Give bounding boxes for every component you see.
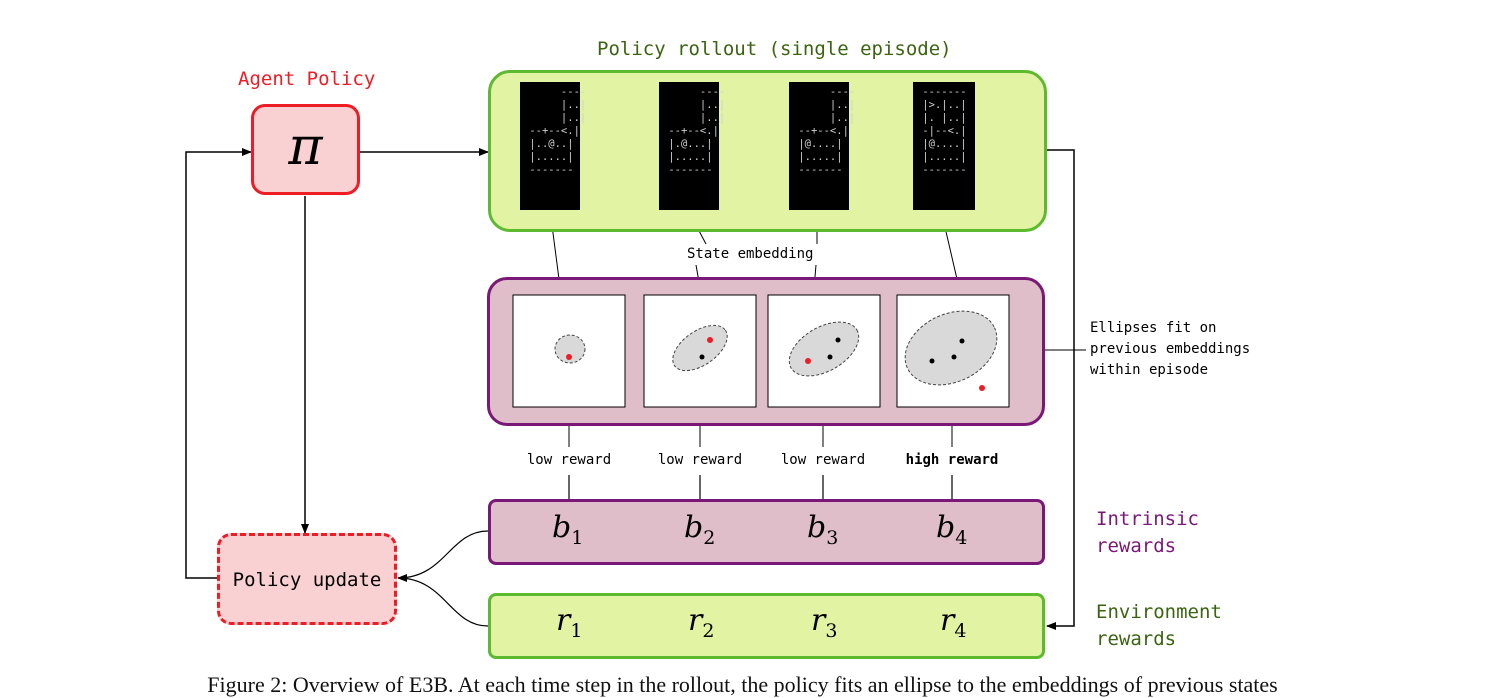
dot-red-2 (707, 337, 713, 343)
env-reward-4-base: r (940, 603, 955, 638)
intrinsic-reward-1-sub: 1 (571, 527, 584, 549)
rollout-screen-2: ---- |..| |..| --+--<.| |.@...| |.....| … (659, 82, 725, 210)
env-reward-3-base: r (811, 603, 826, 638)
env-reward-3: r3 (811, 603, 837, 642)
ellipses-note-line-3: within episode (1090, 362, 1209, 378)
environment-label-line-2: rewards (1096, 628, 1177, 650)
intrinsic-reward-4: b4 (936, 510, 967, 549)
intrinsic-rewards-label: Intrinsic rewards (1096, 506, 1199, 560)
env-reward-4-sub: 4 (954, 620, 967, 642)
policy-update-box: Policy update (217, 533, 397, 625)
intrinsic-reward-3-base: b (807, 510, 827, 545)
dot-black-4c (929, 358, 935, 364)
env-reward-4: r4 (940, 603, 966, 642)
figure-caption: Figure 2: Overview of E3B. At each time … (207, 672, 1278, 697)
env-reward-2-base: r (688, 603, 703, 638)
ellipses-note-line-1: Ellipses fit on (1090, 320, 1217, 336)
reward-label-4: high reward (897, 452, 1007, 468)
rollout-screen-4: ------- |>.|..| |. |..| -|--<.| |@....| … (913, 82, 975, 210)
env-reward-1-base: r (556, 603, 571, 638)
intrinsic-reward-2-sub: 2 (703, 527, 716, 549)
env-reward-1-sub: 1 (570, 620, 583, 642)
reward-label-1: low reward (519, 452, 619, 468)
environment-rewards-box (488, 593, 1045, 659)
intrinsic-reward-2: b2 (684, 510, 715, 549)
dot-red-4 (979, 385, 985, 391)
curve-env-to-update (397, 574, 489, 627)
ellipse-4 (904, 310, 998, 386)
policy-update-label: Policy update (232, 569, 382, 591)
rollout-screen-3: ---- |..| |..| --+--<.| |@....| |.....| … (789, 82, 855, 210)
dot-black-4b (951, 354, 957, 360)
dot-black-3b (827, 354, 833, 360)
dot-black-2a (699, 354, 705, 360)
intrinsic-reward-3-sub: 3 (826, 527, 839, 549)
ellipses-note-line-2: previous embeddings (1090, 341, 1251, 357)
screen-ascii-4: ------- |>.|..| |. |..| -|--<.| |@....| … (922, 86, 967, 176)
curve-intrinsic-to-update (397, 530, 489, 579)
ellipse-1 (554, 334, 586, 364)
intrinsic-reward-4-sub: 4 (955, 527, 968, 549)
intrinsic-reward-1-base: b (552, 510, 572, 545)
intrinsic-reward-4-base: b (936, 510, 956, 545)
intrinsic-reward-1: b1 (552, 510, 583, 549)
dot-red-3 (805, 358, 811, 364)
env-reward-2: r2 (688, 603, 714, 642)
env-reward-3-sub: 3 (825, 620, 838, 642)
ellipse-2 (672, 324, 728, 372)
policy-rollout-title: Policy rollout (single episode) (597, 38, 952, 60)
policy-box: π (251, 104, 360, 195)
dot-black-4a (959, 338, 965, 344)
env-reward-1: r1 (556, 603, 582, 642)
dot-red-1 (566, 354, 572, 360)
environment-rewards-label: Environment rewards (1096, 599, 1222, 653)
environment-label-line-1: Environment (1096, 601, 1222, 623)
pi-symbol: π (288, 117, 323, 177)
arrow-update-to-policy (185, 148, 252, 579)
dot-black-3a (835, 337, 841, 343)
intrinsic-label-line-1: Intrinsic (1096, 508, 1199, 530)
reward-label-2: low reward (650, 452, 750, 468)
agent-policy-label: Agent Policy (238, 68, 376, 90)
intrinsic-label-line-2: rewards (1096, 535, 1177, 557)
env-reward-2-sub: 2 (702, 620, 715, 642)
screen-ascii-1: ---- |..| |..| --+--<.| |..@..| |.....| … (529, 86, 587, 176)
arrow-rollout-to-env-rewards (1046, 149, 1075, 630)
ellipses-note: Ellipses fit on previous embeddings with… (1090, 318, 1250, 381)
intrinsic-rewards-box (488, 499, 1045, 565)
reward-label-3: low reward (773, 452, 873, 468)
state-embedding-label: State embedding (687, 246, 814, 262)
rollout-screen-1: ---- |..| |..| --+--<.| |..@..| |.....| … (520, 82, 587, 210)
intrinsic-reward-2-base: b (684, 510, 704, 545)
intrinsic-reward-3: b3 (807, 510, 838, 549)
